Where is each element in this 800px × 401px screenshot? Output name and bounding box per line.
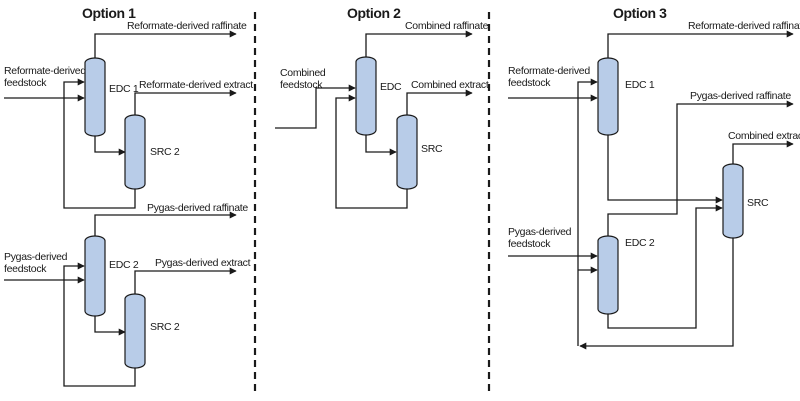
option-1-bottom-feed-label-line1: Pygas-derived <box>4 251 68 263</box>
option-3-pygas-raffinate-label: Pygas-derived raffinate <box>690 90 791 102</box>
option-3-pygas-raffinate-line <box>607 100 794 238</box>
option-3-src-column <box>722 163 744 239</box>
option-1-src2-bottom-label: SRC 2 <box>150 321 180 333</box>
option-3-bottom-feed-label-line2: feedstock <box>508 238 551 250</box>
option-3-panel: Option 3 Reformate-derived feedstock Pyg… <box>508 5 800 350</box>
option-1-bottom-recycle-line <box>63 262 136 387</box>
option-1-src2-bottom-column <box>124 293 146 369</box>
option-3-reformate-raffinate-label: Reformate-derived raffinate <box>688 20 800 32</box>
option-2-recycle-line <box>335 94 408 209</box>
option-3-edc2-label: EDC 2 <box>625 237 655 249</box>
option-1-top-raffinate-line <box>94 30 237 60</box>
option-1-edc1-label: EDC 1 <box>109 83 139 95</box>
option-2-src-label: SRC <box>421 143 443 155</box>
option-1-top-recycle-line <box>63 78 136 209</box>
option-2-feed-label-line1: Combined <box>280 67 326 79</box>
option-3-edc2-column <box>597 235 619 315</box>
option-1-top-extract-line <box>134 89 237 118</box>
option-3-reformate-raffinate-line <box>607 30 794 60</box>
option-1-title: Option 1 <box>82 5 136 21</box>
option-1-top-feed-label-line1: Reformate-derived <box>4 65 86 77</box>
option-1-bottom-feed-label-line2: feedstock <box>4 263 47 275</box>
option-1-edc2-label: EDC 2 <box>109 259 139 271</box>
option-3-src-label: SRC <box>747 197 769 209</box>
option-3-edc1-to-src-line <box>607 133 723 204</box>
option-1-src2-top-column <box>124 114 146 190</box>
option-1-bottom-extract-label: Pygas-derived extract <box>155 257 251 269</box>
option-3-top-feed-label-line2: feedstock <box>508 77 551 89</box>
option-2-extract-line <box>406 89 473 118</box>
option-2-panel: Option 2 Combined feedstock Combined raf… <box>275 5 489 209</box>
option-2-edc-to-src-line <box>365 133 397 156</box>
option-1-bottom-edc-to-src-line <box>94 314 126 336</box>
option-3-edc1-column <box>597 57 619 136</box>
option-2-feed-label-line2: feedstock <box>280 79 323 91</box>
option-1-src2-top-label: SRC 2 <box>150 146 180 158</box>
option-2-raffinate-label: Combined raffinate <box>405 20 489 32</box>
option-1-edc2-column <box>84 235 106 317</box>
option-1-top-extract-label: Reformate-derived extract <box>139 79 253 91</box>
option-2-extract-label: Combined extract <box>411 79 489 91</box>
option-1-bottom-raffinate-line <box>94 211 237 238</box>
option-1-bottom-raffinate-label: Pygas-derived raffinate <box>147 202 248 214</box>
option-3-edc1-label: EDC 1 <box>625 79 655 91</box>
option-2-src-column <box>396 114 418 190</box>
option-3-top-feed-label-line1: Reformate-derived <box>508 65 590 77</box>
option-1-top-edc-to-src-line <box>94 133 126 156</box>
option-3-bottom-feed-label-line1: Pygas-derived <box>508 226 572 238</box>
option-1-bottom-extract-line <box>134 267 237 296</box>
option-3-recycle-to-edc1-line <box>577 78 598 346</box>
option-2-feed-line <box>275 84 356 129</box>
option-1-edc1-column <box>84 57 106 137</box>
option-1-top-block: Reformate-derived feedstock Reformate-de… <box>4 20 254 209</box>
option-3-combined-extract-label: Combined extract <box>728 130 800 142</box>
option-1-top-raffinate-label: Reformate-derived raffinate <box>127 20 247 32</box>
option-2-title: Option 2 <box>347 5 401 21</box>
option-3-title: Option 3 <box>613 5 667 21</box>
option-3-combined-extract-line <box>732 140 794 166</box>
option-1-panel: Option 1 Reformate-derived feedstock Ref… <box>4 5 254 387</box>
option-1-top-feed-label-line2: feedstock <box>4 77 47 89</box>
option-2-raffinate-line <box>365 30 473 60</box>
option-3-edc2-to-src-line <box>607 204 723 329</box>
option-3-recycle-bus-line <box>579 236 734 350</box>
option-2-edc-column <box>355 56 377 136</box>
option-1-bottom-block: Pygas-derived feedstock Pygas-derived ra… <box>4 202 251 387</box>
option-2-edc-label: EDC <box>380 81 402 93</box>
